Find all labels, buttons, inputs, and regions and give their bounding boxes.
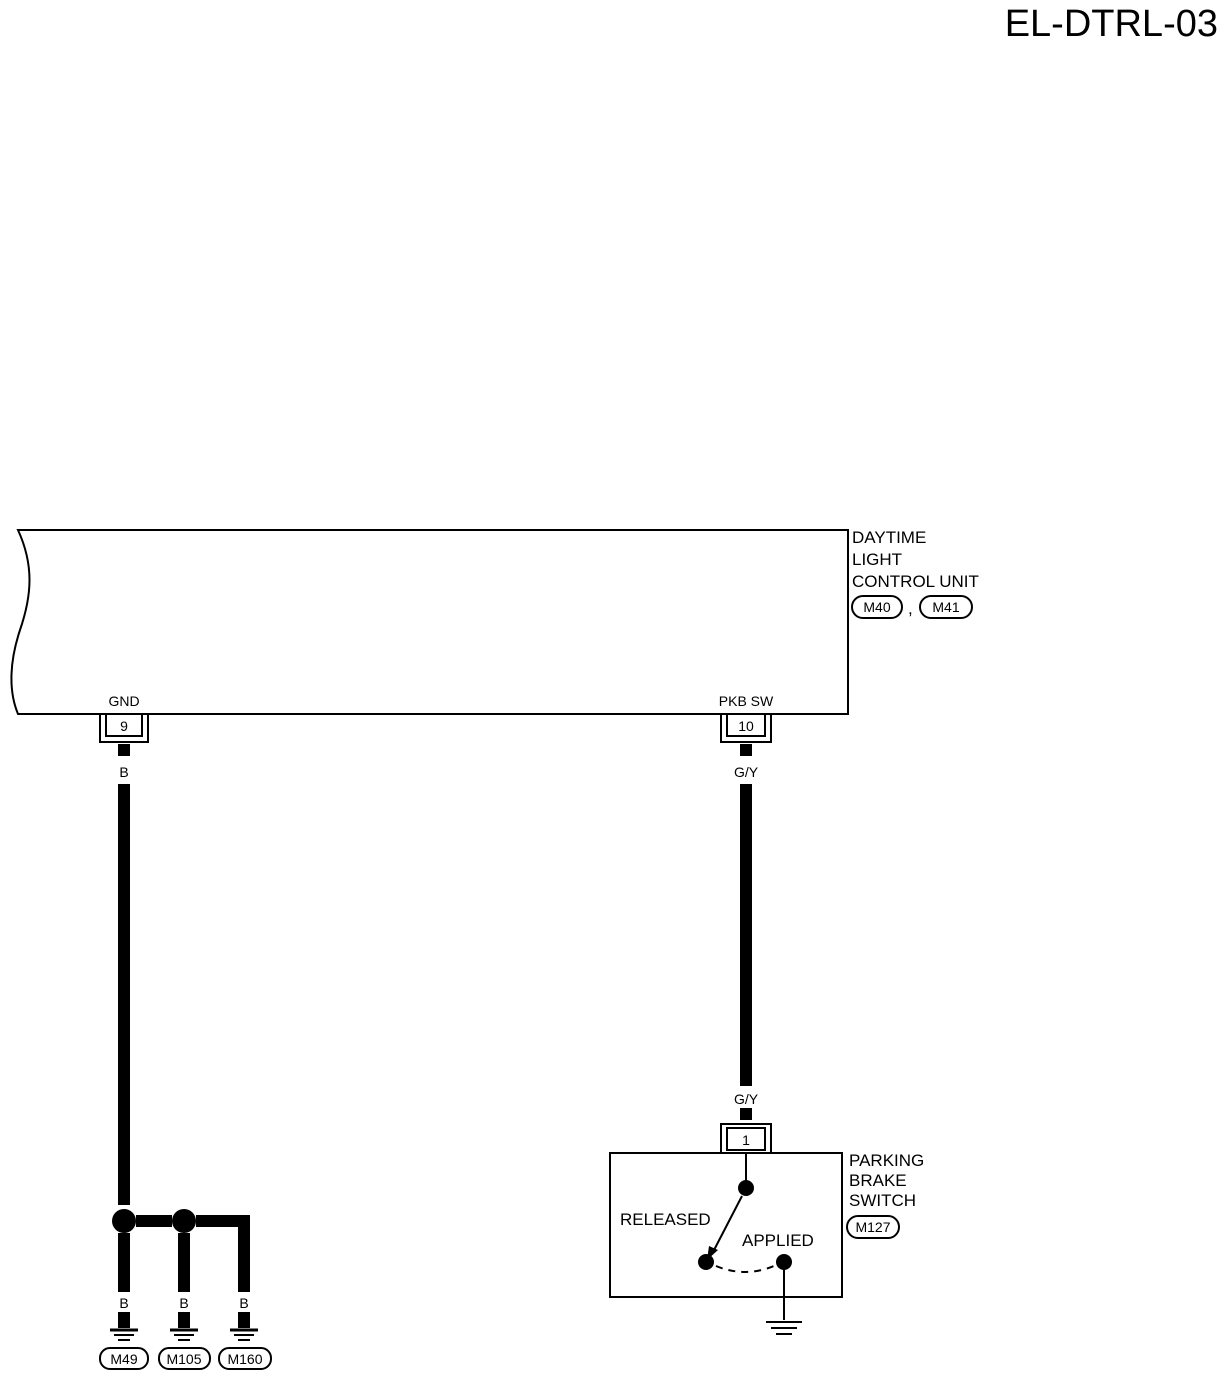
connector-tag-label: M40 — [863, 599, 890, 615]
switch-name-line-1: PARKING — [849, 1151, 924, 1170]
ground-branch-m49: B M49 — [99, 1295, 149, 1370]
control-unit-name-line-2: LIGHT — [852, 550, 902, 569]
connector-tag-m41: M41 — [919, 595, 973, 619]
switch-name-line-2: BRAKE — [849, 1171, 907, 1190]
ground-symbol-icon — [110, 1328, 138, 1341]
wire-color-label: B — [119, 1295, 128, 1311]
splice-dot — [172, 1209, 196, 1233]
connector-bracket — [720, 714, 772, 743]
pin-box — [105, 713, 143, 737]
ground-connector-label: M160 — [227, 1351, 262, 1367]
gnd-wire: B — [118, 744, 130, 1205]
pin-number: 1 — [742, 1132, 750, 1148]
applied-label: APPLIED — [742, 1231, 814, 1250]
switch-name-line-3: SWITCH — [849, 1191, 916, 1210]
pin-number: 9 — [120, 718, 128, 734]
wire-color-label: B — [179, 1295, 188, 1311]
ground-connector-label: M105 — [166, 1351, 201, 1367]
daytime-light-control-unit: DAYTIME LIGHT CONTROL UNIT M40 , M41 GND… — [10, 528, 979, 715]
connector-tag-outline — [851, 595, 903, 619]
pin-number: 10 — [738, 718, 754, 734]
pkb-sw-terminal-label: PKB SW — [719, 693, 774, 709]
gnd-terminal-label: GND — [108, 693, 139, 709]
connector-tag-m127: M127 — [846, 1215, 900, 1239]
connector-tag-outline — [218, 1347, 272, 1370]
ground-splice — [112, 1209, 250, 1292]
parking-brake-switch: 1 RELEASED APPLIED PARKING BRAKE SWITCH … — [609, 1123, 924, 1335]
connector-tag-label: M127 — [855, 1219, 890, 1235]
switch-blade — [712, 1195, 743, 1253]
connector-bracket — [99, 714, 149, 743]
ground-branch-m160: B M160 — [218, 1295, 272, 1370]
pkb-sw-wire: G/Y G/Y — [734, 744, 759, 1120]
wire-segment — [196, 1215, 250, 1292]
wire-color-label-bottom: G/Y — [734, 1091, 759, 1107]
connector-tag-outline — [99, 1347, 149, 1370]
pin-box — [726, 1127, 766, 1151]
switch-travel-path — [715, 1265, 775, 1273]
connector-tag-outline — [846, 1215, 900, 1239]
pin-box — [726, 713, 766, 737]
ground-symbol-icon — [170, 1328, 198, 1341]
wire-color-label-top: G/Y — [734, 764, 759, 780]
connector-separator: , — [908, 599, 913, 618]
connector-tag-m40: M40 — [851, 595, 903, 619]
connector-tag-outline — [158, 1347, 211, 1370]
ground-branch-m105: B M105 — [158, 1295, 211, 1370]
control-unit-box — [10, 529, 849, 715]
released-contact — [698, 1254, 714, 1270]
applied-contact — [776, 1254, 792, 1270]
wire-color-label: B — [119, 764, 128, 780]
pin-9-connector: 9 — [99, 713, 149, 743]
connector-tag-label: M41 — [932, 599, 959, 615]
switch-common-contact — [738, 1180, 754, 1196]
control-unit-name-line-1: DAYTIME — [852, 528, 926, 547]
splice-dot — [112, 1209, 136, 1233]
connector-bracket — [720, 1123, 772, 1152]
released-label: RELEASED — [620, 1210, 711, 1229]
ground-symbol-icon — [230, 1328, 258, 1341]
ground-symbol-icon — [766, 1321, 802, 1335]
connector-tag-outline — [919, 595, 973, 619]
control-unit-name-line-3: CONTROL UNIT — [852, 572, 979, 591]
ground-connector-label: M49 — [110, 1351, 137, 1367]
pin-10-connector: 10 — [720, 713, 772, 743]
wire-color-label: B — [239, 1295, 248, 1311]
page-title: EL-DTRL-03 — [1005, 3, 1218, 45]
